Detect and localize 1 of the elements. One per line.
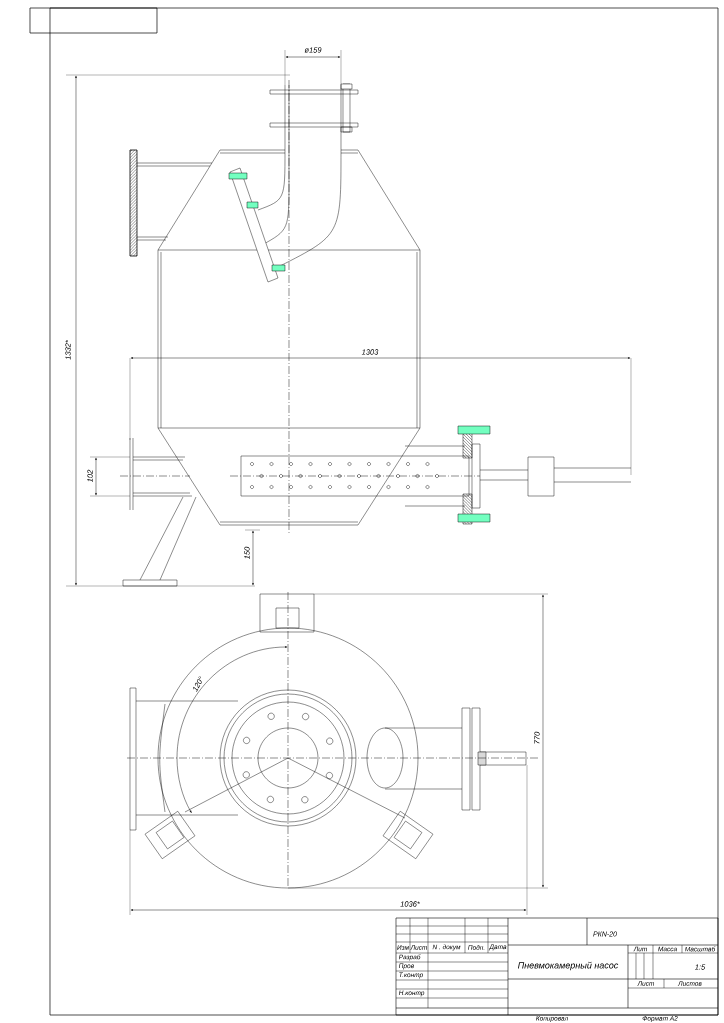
drawing-title: Пневмокамерный насос [517,961,619,971]
